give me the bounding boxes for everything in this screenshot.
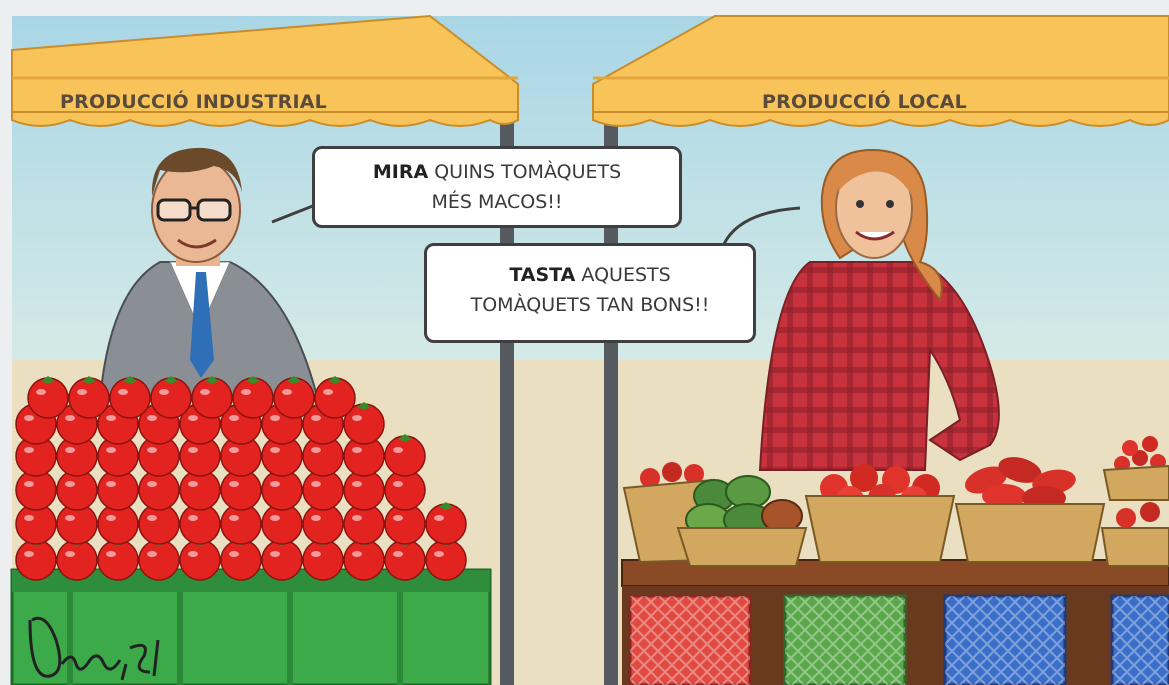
tomato-highlight	[106, 447, 116, 453]
tomato-stem	[82, 376, 96, 384]
tomato-stem	[398, 434, 412, 442]
tomato-highlight	[147, 551, 157, 557]
tomato-highlight	[270, 551, 280, 557]
tomato-highlight	[188, 515, 198, 521]
tie	[190, 272, 214, 378]
tomato-highlight	[434, 551, 444, 557]
tomato-highlight	[270, 415, 280, 421]
tomato-stem	[439, 502, 453, 510]
tomato-highlight	[352, 515, 362, 521]
tomato-highlight	[311, 415, 321, 421]
tomato-highlight	[282, 389, 292, 395]
tomato-highlight	[229, 415, 239, 421]
right-awning	[592, 15, 1169, 127]
tomato-highlight	[241, 389, 251, 395]
tomato-highlight	[106, 551, 116, 557]
tomato-stem	[287, 376, 301, 384]
tomato-highlight	[188, 551, 198, 557]
tomato-highlight	[65, 515, 75, 521]
tomato-highlight	[24, 415, 34, 421]
tomato-highlight	[65, 447, 75, 453]
tomato-highlight	[393, 481, 403, 487]
tomato-stem	[41, 376, 55, 384]
tomato-highlight	[393, 447, 403, 453]
tomato-highlight	[65, 551, 75, 557]
tomato-highlight	[200, 389, 210, 395]
tomato-highlight	[323, 389, 333, 395]
tomato-highlight	[77, 389, 87, 395]
tomato-highlight	[229, 481, 239, 487]
woman-speech-line-2: TOMÀQUETS TAN BONS!!	[470, 294, 710, 316]
tomato-highlight	[270, 481, 280, 487]
basket-red-tomatoes	[804, 464, 956, 563]
man-speech-emphasis: MIRA	[372, 161, 429, 183]
tomato-highlight	[434, 515, 444, 521]
tomato-highlight	[106, 415, 116, 421]
tomato-stem	[123, 376, 137, 384]
tomato-stem	[205, 376, 219, 384]
local-sign: PRODUCCIÓ LOCAL	[762, 91, 967, 113]
tomato-highlight	[65, 481, 75, 487]
tomato-highlight	[24, 481, 34, 487]
tomato-highlight	[147, 447, 157, 453]
farmer-woman	[758, 148, 1000, 471]
glasses	[156, 198, 192, 222]
tomato-highlight	[147, 415, 157, 421]
industrial-sign: PRODUCCIÓ INDUSTRIAL	[60, 91, 327, 113]
woman-speech-line-1: TASTA AQUESTS	[427, 260, 753, 290]
tomato-highlight	[24, 551, 34, 557]
tomato-highlight	[159, 389, 169, 395]
man-speech-line-1: MIRA QUINS TOMÀQUETS	[315, 157, 679, 187]
tomato-highlight	[270, 447, 280, 453]
tomato-highlight	[311, 551, 321, 557]
basket-green-tomatoes	[676, 475, 808, 567]
tomato-highlight	[147, 515, 157, 521]
tomato-highlight	[118, 389, 128, 395]
woman-speech-tail	[722, 206, 801, 245]
tomato-highlight	[311, 447, 321, 453]
man-speech-line-2: MÉS MACOS!!	[431, 191, 563, 213]
left-awning	[11, 14, 519, 127]
tomato-highlight	[311, 515, 321, 521]
tomato-highlight	[352, 415, 362, 421]
basket-cherry-tomatoes	[1100, 436, 1169, 567]
tomato-highlight	[24, 447, 34, 453]
tomato-highlight	[229, 551, 239, 557]
tomato-highlight	[24, 515, 34, 521]
man-speech-line-1-rest: QUINS TOMÀQUETS	[428, 161, 622, 183]
tomato-highlight	[65, 415, 75, 421]
woman-speech-line-1-rest: AQUESTS	[575, 264, 671, 286]
tomato-highlight	[270, 515, 280, 521]
baskets	[622, 436, 1169, 567]
tomato-highlight	[106, 481, 116, 487]
tomato-stem	[357, 402, 371, 410]
tomato-highlight	[229, 447, 239, 453]
basket-oblong-tomatoes	[954, 457, 1106, 563]
tomato-highlight	[393, 515, 403, 521]
signature-mark	[28, 616, 160, 681]
tomato-highlight	[311, 481, 321, 487]
tomato-highlight	[352, 551, 362, 557]
tomato-stem	[246, 376, 260, 384]
tomato-highlight	[106, 515, 116, 521]
woman-speech-emphasis: TASTA	[509, 264, 576, 286]
tomato-highlight	[393, 551, 403, 557]
businessman	[98, 147, 320, 401]
tomato-highlight	[36, 389, 46, 395]
tomato-highlight	[147, 481, 157, 487]
tomato-highlight	[188, 481, 198, 487]
tomato-highlight	[229, 515, 239, 521]
tomato-stem	[328, 376, 342, 384]
tomato-highlight	[352, 481, 362, 487]
tomato-pyramid	[15, 376, 467, 581]
tomato-stem	[164, 376, 178, 384]
local-table	[621, 559, 1169, 685]
woman-speech-bubble: TASTA AQUESTS TOMÀQUETS TAN BONS!!	[424, 243, 756, 343]
tomato-highlight	[188, 447, 198, 453]
tomato-highlight	[188, 415, 198, 421]
tomato-highlight	[352, 447, 362, 453]
man-speech-bubble: MIRA QUINS TOMÀQUETS MÉS MACOS!!	[312, 146, 682, 228]
